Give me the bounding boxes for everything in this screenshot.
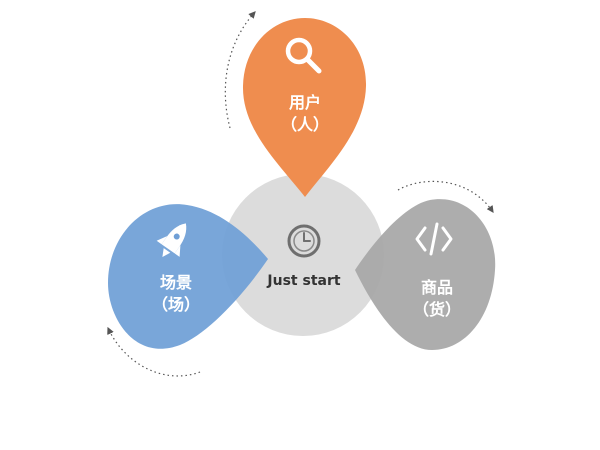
goods-node <box>355 199 496 350</box>
code-icon <box>415 222 453 256</box>
scene-node <box>108 204 268 349</box>
goods-label-line2: （货） <box>413 300 461 319</box>
rocket-icon <box>156 223 187 258</box>
clock-icon <box>287 224 321 258</box>
search-icon <box>285 37 322 74</box>
goods-label-line1: 商品 <box>421 278 453 297</box>
cycle-arrow-right <box>397 180 494 213</box>
scene-label-line2: （场） <box>152 295 200 314</box>
center-label: Just start <box>266 273 340 289</box>
cycle-arrow-top-left <box>224 11 256 129</box>
user-label-line2: （人） <box>281 115 329 134</box>
cycle-arrow-bottom-left <box>107 326 201 377</box>
user-node <box>242 18 367 197</box>
user-label-line1: 用户 <box>289 93 321 112</box>
scene-label-line1: 场景 <box>160 273 192 292</box>
